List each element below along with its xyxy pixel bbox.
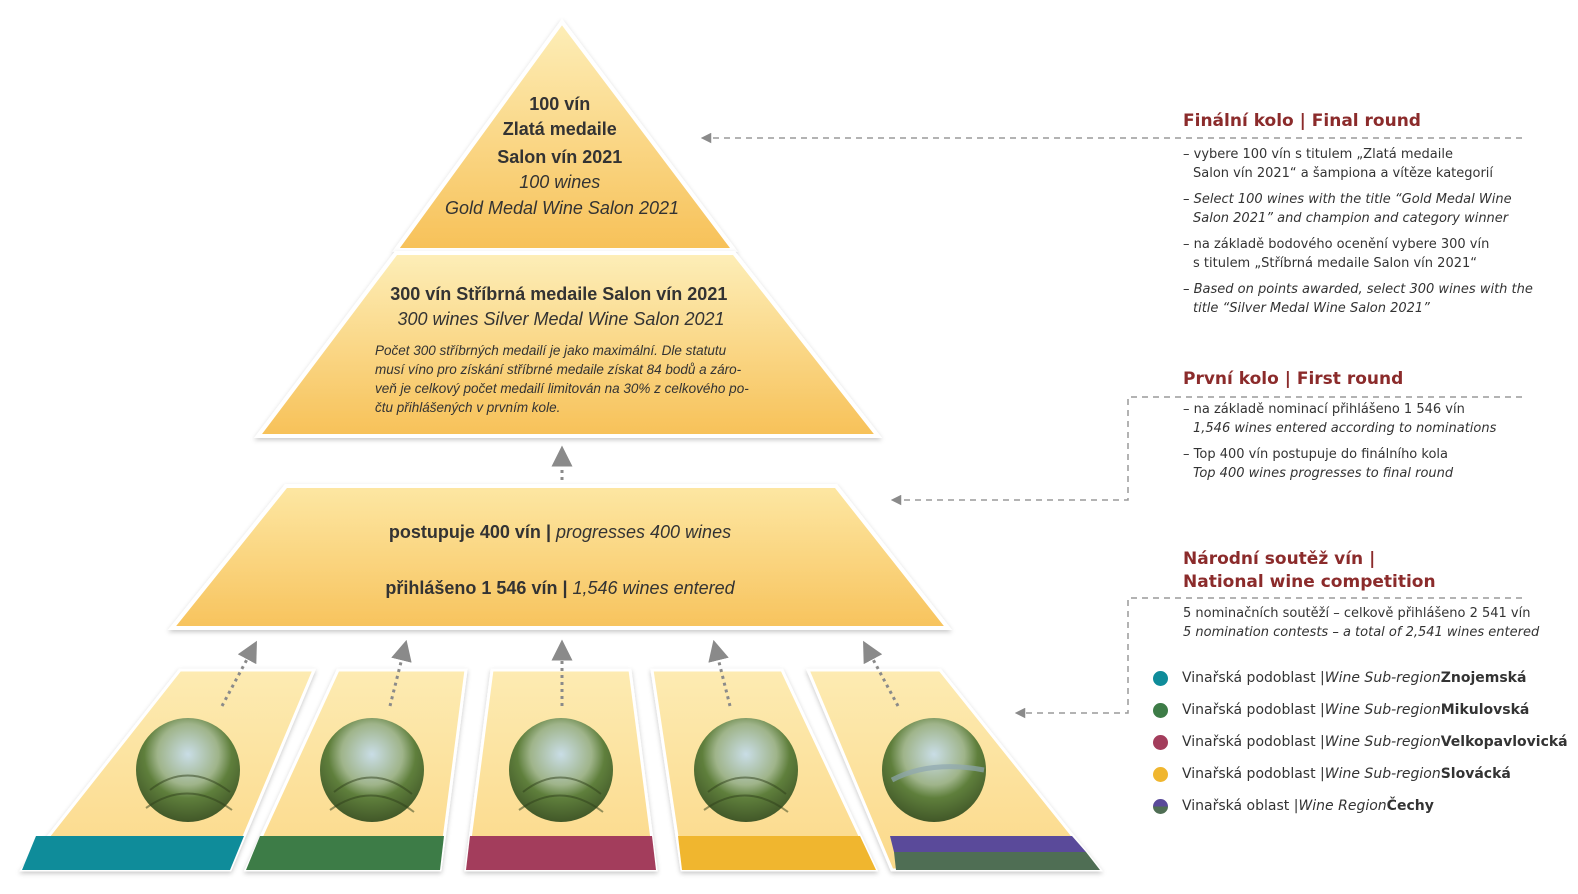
gold-tier-title: Zlatá medaile bbox=[503, 119, 617, 139]
national-heading-en: National wine competition bbox=[1183, 572, 1436, 592]
final-round-line: Salon 2021” and champion and category wi… bbox=[1193, 211, 1509, 226]
region-stripe-velkopavlovicka bbox=[466, 836, 656, 870]
region-arrow bbox=[708, 639, 732, 707]
legend-label-en: Wine Sub-region bbox=[1324, 734, 1441, 750]
first-round-line: Top 400 wines progresses to final round bbox=[1193, 466, 1454, 481]
svg-text:100 vín Zlatá medaile: 100 vín Zlatá medaile Salon vín 2021 100… bbox=[445, 94, 679, 218]
gold-medal-tier bbox=[392, 18, 739, 252]
progress-count-cz: postupuje 400 vín bbox=[389, 522, 541, 542]
final-round-line: Salon vín 2021“ a šampiona a vítěze kate… bbox=[1193, 166, 1494, 181]
region-stripe-znojemska bbox=[22, 836, 244, 870]
final-round-heading: Finální kolo | Final round bbox=[1183, 111, 1421, 131]
gold-tier-salon: Salon vín 2021 bbox=[497, 147, 622, 167]
legend-label-en: Wine Region bbox=[1298, 798, 1387, 814]
region-panel-slovacka bbox=[650, 668, 879, 872]
legend-dot bbox=[1153, 766, 1168, 782]
gold-tier-count: 100 vín bbox=[529, 94, 590, 114]
vineyard-photo bbox=[509, 718, 613, 822]
legend-label-en: Wine Sub-region bbox=[1324, 702, 1441, 718]
legend-label-cz: Vinařská oblast | bbox=[1182, 798, 1299, 814]
region-panel-znojemska bbox=[18, 668, 317, 872]
legend-dot bbox=[1153, 670, 1168, 686]
legend-region-name: Velkopavlovická bbox=[1440, 734, 1568, 750]
legend-item-znojemska: Vinařská podoblast | Wine Sub-region Zno… bbox=[1153, 662, 1568, 694]
legend-label-en: Wine Sub-region bbox=[1324, 766, 1441, 782]
entered-count-en: 1,546 wines entered bbox=[573, 578, 736, 598]
legend-label-cz: Vinařská podoblast | bbox=[1182, 734, 1325, 750]
silver-tier-note-line: veň je celkový počet medailí limitován n… bbox=[375, 381, 749, 396]
final-round-line: – vybere 100 vín s titulem „Zlatá medail… bbox=[1183, 147, 1453, 162]
legend-dot bbox=[1153, 702, 1168, 718]
svg-text:300 vín Stříbrná medaile Salon: 300 vín Stříbrná medaile Salon vín 2021 … bbox=[390, 284, 732, 329]
gold-tier-count-en: 100 wines bbox=[519, 172, 600, 192]
final-round-line: – Based on points awarded, select 300 wi… bbox=[1183, 282, 1533, 297]
svg-text:postupuje 400 vín | progresses: postupuje 400 vín | progresses 400 wines bbox=[389, 522, 731, 542]
first-round-line: 1,546 wines entered according to nominat… bbox=[1193, 421, 1497, 436]
first-round-tier bbox=[167, 484, 953, 630]
vineyard-photo bbox=[320, 718, 424, 822]
vineyard-photo bbox=[136, 718, 240, 822]
national-competition-panel: Národní soutěž vín | National wine compe… bbox=[1183, 548, 1539, 642]
legend-dot bbox=[1153, 734, 1168, 750]
legend-item-mikulovska: Vinařská podoblast | Wine Sub-region Mik… bbox=[1153, 694, 1568, 726]
legend-label-cz: Vinařská podoblast | bbox=[1182, 702, 1325, 718]
legend-region-name: Čechy bbox=[1386, 798, 1434, 814]
region-panel-cechy bbox=[805, 668, 1104, 872]
region-arrow bbox=[388, 639, 412, 707]
progress-count-en: progresses 400 wines bbox=[555, 522, 731, 542]
silver-tier-title: 300 vín Stříbrná medaile Salon vín 2021 bbox=[390, 284, 727, 304]
gold-tier-title-en: Gold Medal Wine Salon 2021 bbox=[445, 198, 679, 218]
final-round-line: – Select 100 wines with the title “Gold … bbox=[1183, 192, 1512, 207]
entered-count-cz: přihlášeno 1 546 vín bbox=[385, 578, 557, 598]
region-panel-mikulovska bbox=[243, 668, 468, 872]
final-round-line: – na základě bodového ocenění vybere 300… bbox=[1183, 237, 1490, 252]
region-stripe-cechy-top bbox=[890, 836, 1086, 852]
legend-region-name: Mikulovská bbox=[1440, 702, 1530, 718]
region-legend: Vinařská podoblast | Wine Sub-region Zno… bbox=[1153, 662, 1568, 822]
svg-text:Počet 300 stříbrných medailí j: Počet 300 stříbrných medailí je jako max… bbox=[375, 343, 752, 415]
legend-item-slovacka: Vinařská podoblast | Wine Sub-region Slo… bbox=[1153, 758, 1568, 790]
national-line: 5 nominačních soutěží – celkově přihláše… bbox=[1183, 606, 1531, 621]
legend-region-name: Znojemská bbox=[1440, 670, 1527, 686]
vineyard-photo bbox=[694, 718, 798, 822]
silver-tier-note-line: musí víno pro získání stříbrné medaile z… bbox=[375, 362, 742, 377]
final-round-line: title “Silver Medal Wine Salon 2021” bbox=[1193, 301, 1430, 316]
legend-region-name: Slovácká bbox=[1440, 766, 1511, 782]
silver-tier-title-en: 300 wines Silver Medal Wine Salon 2021 bbox=[397, 309, 724, 329]
progress-separator: | bbox=[541, 522, 556, 542]
legend-item-cechy: Vinařská oblast | Wine Region Čechy bbox=[1153, 790, 1568, 822]
legend-label-cz: Vinařská podoblast | bbox=[1182, 670, 1325, 686]
legend-label-en: Wine Sub-region bbox=[1324, 670, 1441, 686]
legend-dot bbox=[1153, 798, 1168, 814]
region-stripe-slovacka bbox=[678, 836, 876, 870]
silver-tier-note-line: Počet 300 stříbrných medailí je jako max… bbox=[375, 343, 727, 358]
legend-item-velkopavlovicka: Vinařská podoblast | Wine Sub-region Vel… bbox=[1153, 726, 1568, 758]
silver-medal-tier bbox=[253, 251, 883, 438]
first-round-line: – na základě nominací přihlášeno 1 546 v… bbox=[1183, 402, 1465, 417]
entered-separator: | bbox=[557, 578, 572, 598]
national-heading-cz: Národní soutěž vín | bbox=[1183, 549, 1376, 569]
final-round-line: s titulem „Stříbrná medaile Salon vín 20… bbox=[1193, 256, 1477, 271]
first-round-panel: První kolo | First round – na základě no… bbox=[1183, 368, 1496, 483]
svg-text:přihlášeno 1 546 vín | 1,546 w: přihlášeno 1 546 vín | 1,546 wines enter… bbox=[385, 578, 735, 598]
first-round-connector bbox=[890, 396, 1522, 506]
region-panel-velkopavlovicka bbox=[464, 668, 658, 872]
final-round-panel: Finální kolo | Final round – vybere 100 … bbox=[1183, 110, 1533, 318]
silver-tier-note-line: čtu přihlášených v prvním kole. bbox=[375, 400, 560, 415]
region-stripe-cechy-bottom bbox=[894, 852, 1100, 870]
first-round-line: – Top 400 vín postupuje do finálního kol… bbox=[1183, 447, 1448, 462]
national-connector bbox=[1014, 597, 1522, 719]
region-stripe-mikulovska bbox=[246, 836, 444, 870]
first-round-heading: První kolo | First round bbox=[1183, 369, 1404, 389]
legend-label-cz: Vinařská podoblast | bbox=[1182, 766, 1325, 782]
national-line: 5 nomination contests – a total of 2,541… bbox=[1183, 625, 1540, 640]
